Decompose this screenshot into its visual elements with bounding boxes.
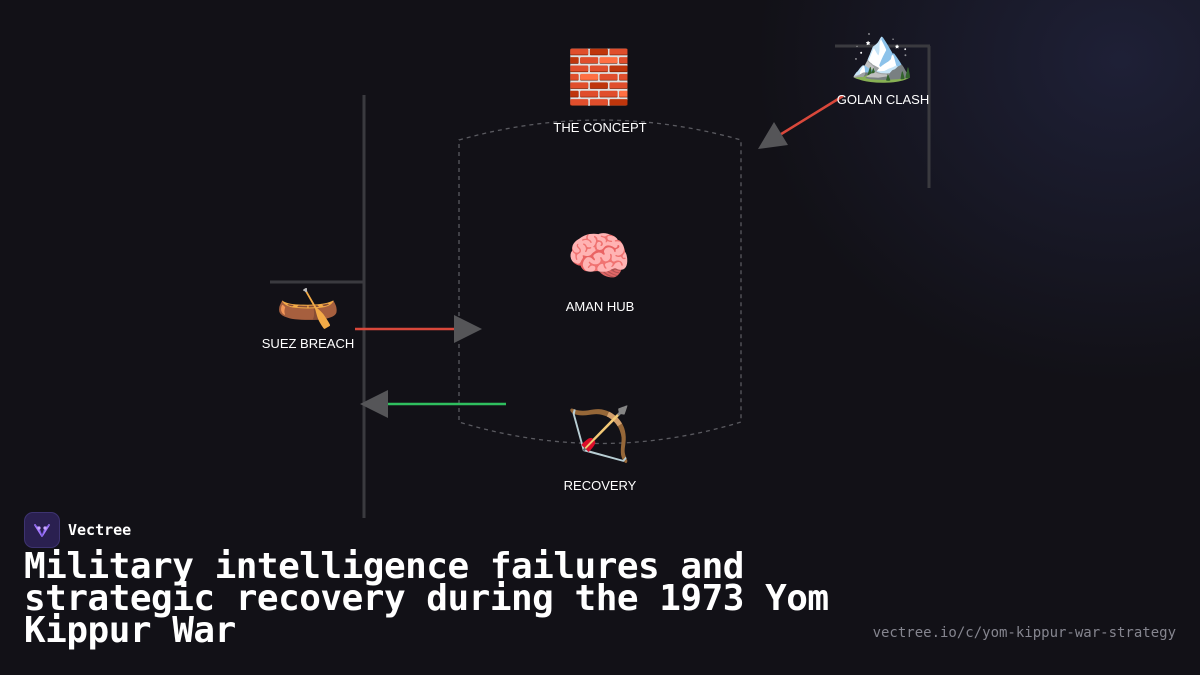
node-label-golan[interactable]: GOLAN CLASH bbox=[836, 92, 930, 107]
page-title: Military intelligence failures and strat… bbox=[24, 546, 829, 651]
edge-recovery-to-suez-arrowhead bbox=[360, 390, 388, 418]
page-url[interactable]: vectree.io/c/yom-kippur-war-strategy bbox=[872, 625, 1176, 641]
node-label-aman[interactable]: AMAN HUB bbox=[565, 299, 635, 314]
snow-mountain-icon: 🏔️ bbox=[849, 25, 915, 85]
brand-name: Vectree bbox=[68, 521, 132, 539]
brick-wall-icon: 🧱 bbox=[566, 48, 632, 108]
node-label-concept[interactable]: THE CONCEPT bbox=[553, 120, 647, 135]
v-network-logo-icon bbox=[24, 512, 60, 548]
bow-and-arrow-icon: 🏹 bbox=[566, 405, 632, 465]
edge-golan-to-concept bbox=[777, 94, 844, 138]
brand[interactable]: Vectree bbox=[24, 512, 131, 548]
edge-suez-to-aman-arrowhead bbox=[454, 315, 482, 343]
brain-icon: 🧠 bbox=[566, 227, 632, 287]
node-label-recovery[interactable]: RECOVERY bbox=[563, 478, 637, 493]
node-label-suez[interactable]: SUEZ BREACH bbox=[261, 336, 355, 351]
edge-golan-to-concept-arrowhead bbox=[758, 122, 788, 149]
canoe-icon: 🛶 bbox=[275, 271, 341, 331]
